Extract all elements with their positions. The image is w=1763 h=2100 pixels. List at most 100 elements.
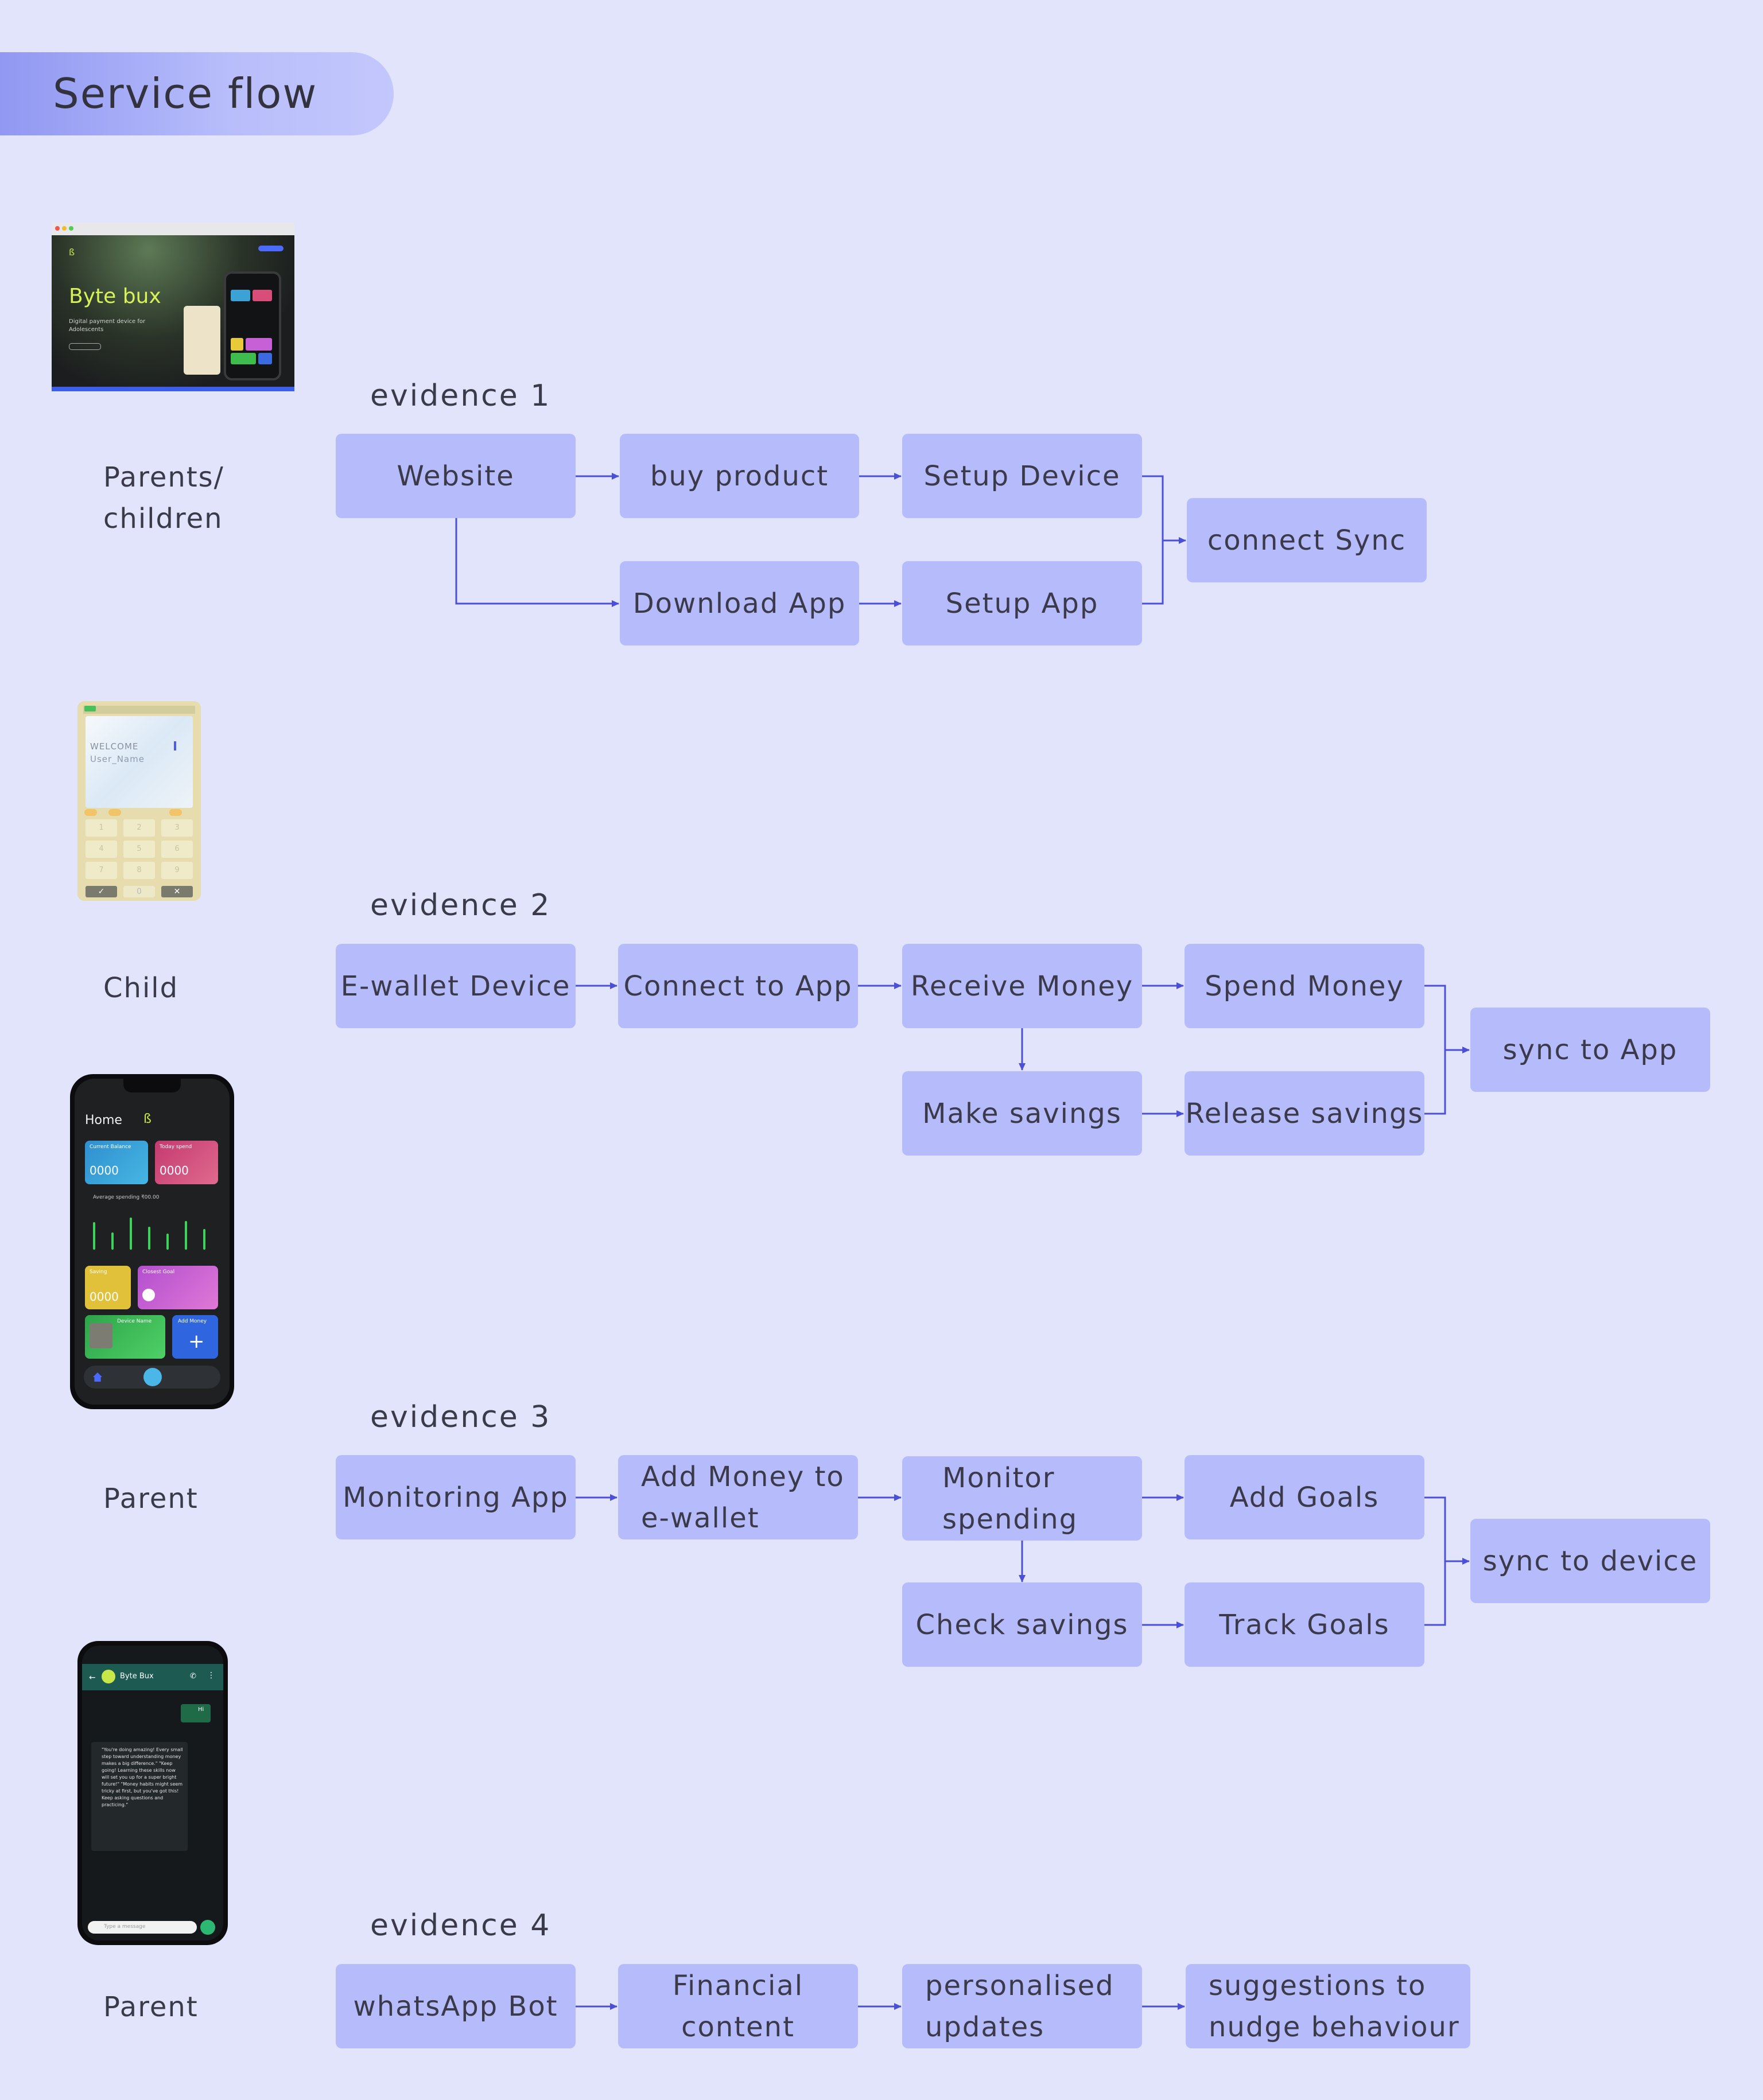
whatsapp-thumbnail: ← Byte Bux ✆ ⋮ Hi "You're doing amazing!…	[77, 1641, 228, 1945]
device-key: 6	[161, 841, 193, 858]
device-render-icon	[184, 306, 220, 375]
node-setup-app: Setup App	[902, 561, 1142, 645]
actor-4: Parent	[103, 1991, 199, 2023]
message-input: Type a message	[88, 1921, 197, 1934]
signal-icon	[174, 741, 189, 750]
actor-1: Parents/ children	[103, 461, 224, 535]
parent-app-thumbnail: Home ß Current Balance 0000 Today spend …	[70, 1074, 234, 1409]
spend-card-label: Today spend	[160, 1144, 192, 1150]
confirm-icon: ✓	[86, 886, 117, 897]
device-card: Device Name	[85, 1315, 165, 1359]
node-sync-to-device: sync to device	[1470, 1519, 1710, 1603]
plus-icon: +	[188, 1330, 205, 1353]
node-buy-product: buy product	[620, 434, 859, 518]
node-receive-money: Receive Money	[902, 944, 1142, 1028]
website-brand: Byte bux	[69, 285, 161, 308]
device-card-label: Device Name	[117, 1319, 152, 1324]
spending-bar	[111, 1232, 114, 1250]
device-key-zero: 0	[123, 886, 155, 897]
brand-logo-icon: ß	[69, 247, 75, 258]
node-setup-device: Setup Device	[902, 434, 1142, 518]
website-thumbnail: ß Byte bux Digital payment device for Ad…	[52, 223, 294, 391]
app-logo-icon: ß	[143, 1112, 152, 1126]
balance-card-label: Current Balance	[90, 1144, 131, 1150]
node-personalised-updates: personalised updates	[902, 1964, 1142, 2048]
app-tabbar	[84, 1366, 220, 1389]
spending-bar	[185, 1221, 187, 1250]
learn-more-icon	[69, 343, 101, 350]
chat-contact: Byte Bux	[120, 1672, 154, 1681]
evidence-1-label: evidence 1	[370, 379, 552, 413]
sent-message-text: Hi	[198, 1706, 204, 1713]
node-website: Website	[336, 434, 576, 518]
battery-icon	[84, 706, 96, 711]
node-download-app: Download App	[620, 561, 859, 645]
evidence-2-label: evidence 2	[370, 888, 552, 923]
node-connect-to-app: Connect to App	[618, 944, 858, 1028]
call-icon: ✆	[190, 1672, 196, 1681]
device-username: User_Name	[90, 754, 145, 764]
device-key: 2	[123, 819, 155, 837]
spend-card-value: 0000	[160, 1164, 189, 1177]
title-pill	[0, 52, 394, 135]
spending-bars-icon	[87, 1204, 219, 1261]
app-home-label: Home	[85, 1113, 122, 1127]
browser-bar-icon	[52, 223, 294, 235]
device-key: 5	[123, 841, 155, 858]
spending-bar	[166, 1234, 169, 1250]
notch-icon	[123, 1079, 181, 1092]
spending-bar	[203, 1229, 205, 1250]
node-monitoring-app: Monitoring App	[336, 1455, 576, 1539]
device-key: 4	[86, 841, 117, 858]
add-money-card: Add Money +	[172, 1315, 218, 1359]
goal-card-label: Closest Goal	[142, 1269, 175, 1275]
spend-card: Today spend 0000	[155, 1141, 218, 1184]
goal-card: Closest Goal	[138, 1266, 218, 1309]
evidence-3-label: evidence 3	[370, 1400, 552, 1434]
device-key: 9	[161, 862, 193, 879]
node-track-goals: Track Goals	[1185, 1582, 1424, 1667]
website-tagline: Digital payment device for Adolescents	[69, 318, 146, 333]
node-add-money: Add Money to e-wallet	[618, 1455, 858, 1539]
node-check-savings: Check savings	[902, 1582, 1142, 1667]
node-financial-content: Financial content	[618, 1964, 858, 2048]
website-cta-icon	[258, 246, 284, 251]
node-make-savings: Make savings	[902, 1071, 1142, 1156]
bot-message-text: "You're doing amazing! Every small step …	[102, 1747, 183, 1807]
message-input-placeholder: Type a message	[104, 1924, 146, 1930]
sent-message: Hi	[181, 1704, 211, 1722]
device-key: 1	[86, 819, 117, 837]
device-screen: WELCOME User_Name	[86, 716, 193, 808]
node-whatsapp-bot: whatsApp Bot	[336, 1964, 576, 2048]
page-title: Service flow	[53, 69, 318, 118]
node-ewallet-device: E-wallet Device	[336, 944, 576, 1028]
spending-bar	[130, 1218, 132, 1250]
cancel-icon: ✕	[161, 886, 193, 897]
mic-icon	[200, 1920, 215, 1935]
actor-3: Parent	[103, 1483, 199, 1515]
node-suggestions: suggestions to nudge behaviour	[1186, 1964, 1470, 2048]
node-spend-money: Spend Money	[1185, 944, 1424, 1028]
device-key: 3	[161, 819, 193, 837]
goal-avatar-icon	[142, 1289, 155, 1301]
device-card-icon	[90, 1323, 112, 1348]
evidence-4-label: evidence 4	[370, 1908, 552, 1943]
menu-icon: ⋮	[207, 1671, 215, 1680]
saving-card: Saving 0000	[85, 1266, 131, 1309]
add-money-label: Add Money	[178, 1319, 207, 1324]
home-icon	[93, 1372, 102, 1382]
device-key: 8	[123, 862, 155, 879]
average-spending: Average spending ₹00.00	[93, 1195, 160, 1200]
spending-bar	[93, 1222, 95, 1250]
saving-card-value: 0000	[90, 1290, 119, 1304]
node-monitor-spending: Monitor spending	[902, 1456, 1142, 1541]
actor-2: Child	[103, 972, 179, 1004]
bracket-setup-connect	[1142, 475, 1164, 605]
node-release-savings: Release savings	[1185, 1071, 1424, 1156]
bot-avatar-icon	[102, 1670, 115, 1683]
bracket-goals-track	[1424, 1496, 1446, 1626]
